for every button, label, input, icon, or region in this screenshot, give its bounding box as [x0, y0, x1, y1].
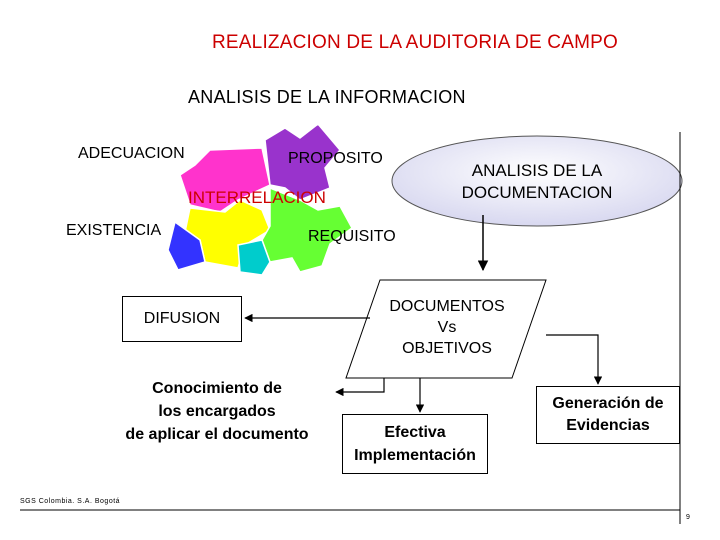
- label-proposito: PROPOSITO: [288, 150, 383, 168]
- documentos-line-2: Vs: [362, 317, 532, 338]
- label-requisito: REQUISITO: [308, 228, 396, 246]
- oval-line-2: DOCUMENTACION: [432, 182, 642, 204]
- generacion-line-2: Evidencias: [566, 415, 650, 437]
- documentos-line-3: OBJETIVOS: [362, 338, 532, 359]
- label-interrelacion: INTERRELACION: [188, 188, 326, 208]
- label-adecuacion: ADECUACION: [78, 145, 185, 163]
- conocimiento-line-1: Conocimiento de: [152, 377, 282, 400]
- efectiva-line-1: Efectiva: [384, 421, 445, 444]
- oval-text: ANALISIS DE LA DOCUMENTACION: [432, 160, 642, 204]
- documentos-line-1: DOCUMENTOS: [362, 296, 532, 317]
- arrow-documentos-to-generacion: [546, 335, 598, 384]
- conocimiento-line-3: de aplicar el documento: [125, 423, 308, 446]
- documentos-text: DOCUMENTOS Vs OBJETIVOS: [362, 296, 532, 359]
- page-number: 9: [686, 514, 690, 521]
- difusion-box: DIFUSION: [122, 296, 242, 342]
- efectiva-line-2: Implementación: [354, 444, 476, 467]
- label-existencia: EXISTENCIA: [66, 222, 161, 240]
- efectiva-box: Efectiva Implementación: [342, 414, 488, 474]
- generacion-line-1: Generación de: [552, 393, 663, 415]
- arrow-documentos-to-conocimiento: [336, 378, 384, 392]
- conocimiento-line-2: los encargados: [158, 400, 275, 423]
- footer-company: SGS Colombia. S.A. Bogotá: [20, 498, 120, 505]
- difusion-label: DIFUSION: [144, 310, 220, 328]
- conocimiento-box: Conocimiento de los encargados de aplica…: [100, 366, 334, 456]
- generacion-box: Generación de Evidencias: [536, 386, 680, 444]
- oval-line-1: ANALISIS DE LA: [432, 160, 642, 182]
